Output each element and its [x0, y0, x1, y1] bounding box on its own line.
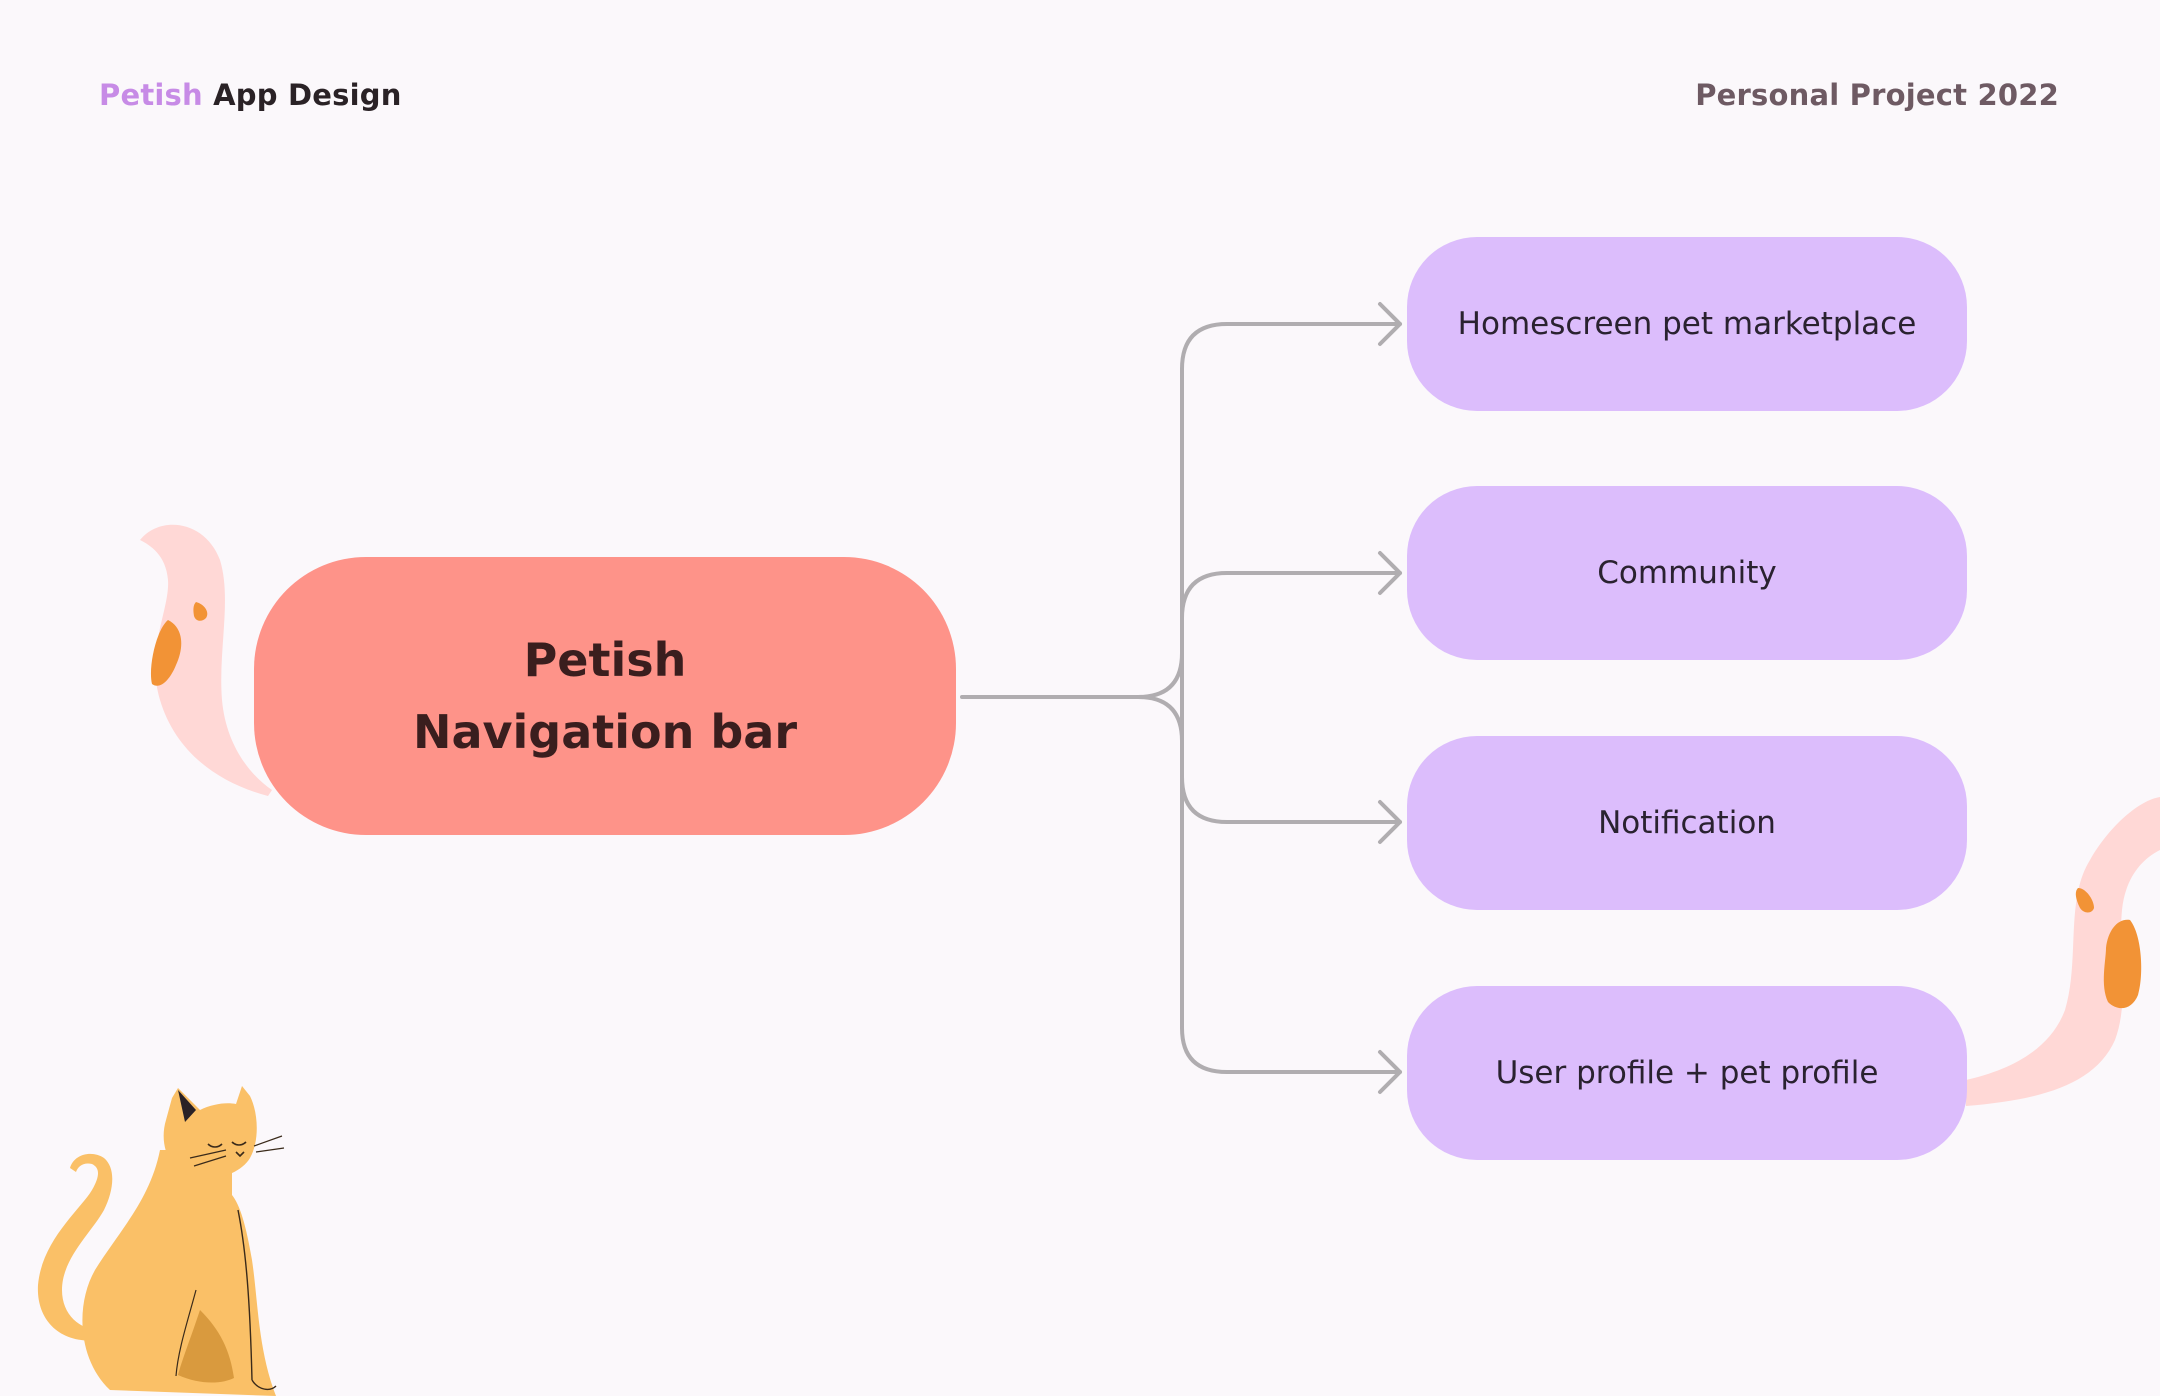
root-node-line1: Petish: [523, 633, 687, 687]
cat-illustration-icon: [37, 1086, 285, 1396]
connector-branch-2: [1180, 571, 1402, 620]
title-rest: App Design: [213, 78, 402, 112]
root-node: Petish Navigation bar: [254, 557, 956, 835]
connector-root: [960, 651, 1184, 699]
branch-node-community: Community: [1407, 486, 1967, 660]
tail-decoration-left-icon: [140, 524, 272, 796]
root-node-line2: Navigation bar: [412, 705, 798, 759]
brand-name: Petish: [99, 78, 203, 112]
connector-branch-4: [1180, 1026, 1402, 1074]
branch-node-notification: Notification: [1407, 736, 1967, 910]
arrowhead-2: [1378, 551, 1402, 595]
arrowhead-1: [1378, 302, 1402, 346]
project-label: Personal Project 2022: [1695, 78, 2059, 112]
arrowhead-3: [1378, 800, 1402, 844]
branch-node-user-profile: User profile + pet profile: [1407, 986, 1967, 1160]
connector-branch-3: [1180, 775, 1402, 824]
arrowhead-4: [1378, 1050, 1402, 1094]
branch-node-homescreen: Homescreen pet marketplace: [1407, 237, 1967, 411]
connector-root-lower: [1136, 695, 1184, 743]
connector-branch-1: [1180, 322, 1402, 371]
tail-decoration-right-icon: [1966, 797, 2160, 1106]
app-title: Petish App Design: [99, 78, 402, 112]
